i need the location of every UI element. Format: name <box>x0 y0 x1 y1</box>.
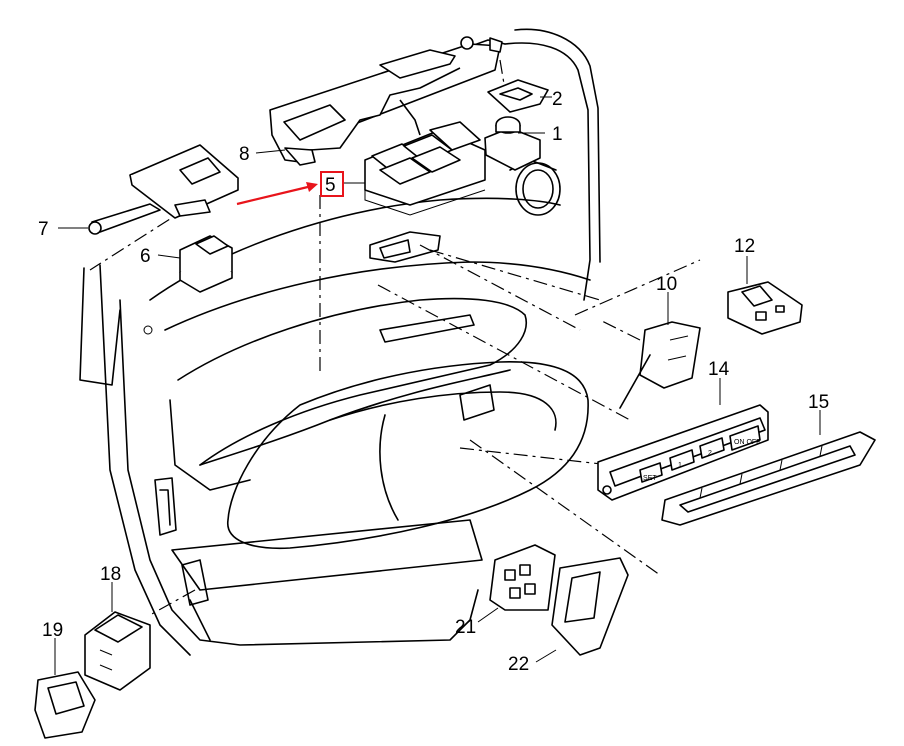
highlight-arrow-part-5 <box>236 171 344 206</box>
part-5-window-switch-block <box>364 121 486 216</box>
part-6-switch <box>179 235 233 293</box>
callout-6: 6 <box>140 246 151 267</box>
callout-14: 14 <box>708 359 730 380</box>
callout-12: 12 <box>734 236 755 257</box>
part-18-switch <box>84 611 151 691</box>
part-22-bezel <box>551 557 629 656</box>
callout-leaders <box>54 96 821 675</box>
callout-1: 1 <box>552 124 563 145</box>
part-1-mirror-switch <box>484 116 541 171</box>
callout-15: 15 <box>808 392 829 413</box>
callout-5: 5 <box>325 175 336 196</box>
callout-19: 19 <box>42 620 63 641</box>
callout-7: 7 <box>38 219 49 240</box>
callout-8: 8 <box>239 144 250 165</box>
part-21-switch <box>489 544 556 611</box>
leader-lines <box>89 59 701 616</box>
callout-22: 22 <box>508 654 529 675</box>
part-10-switch <box>619 321 701 409</box>
callout-numbers: 1 2 5 6 7 8 10 12 14 15 18 19 21 22 <box>38 89 829 675</box>
callout-2: 2 <box>552 89 563 110</box>
part-14-memory-switch: SET 1 2 ON OFF <box>597 404 769 501</box>
memory-2-label: 2 <box>708 450 712 457</box>
memory-1-label: 1 <box>678 462 682 469</box>
part-19-frame <box>34 671 96 739</box>
callout-10: 10 <box>656 274 677 295</box>
part-12-switch <box>727 281 803 335</box>
set-label: SET <box>643 475 657 482</box>
part-8-bezel <box>269 36 503 166</box>
part-7-cover-rod <box>88 144 239 235</box>
callout-18: 18 <box>100 564 121 585</box>
on-off-label: ON OFF <box>734 439 760 446</box>
part-15-bezel <box>661 431 876 526</box>
part-2-clip <box>487 79 549 113</box>
callout-21: 21 <box>455 617 476 638</box>
